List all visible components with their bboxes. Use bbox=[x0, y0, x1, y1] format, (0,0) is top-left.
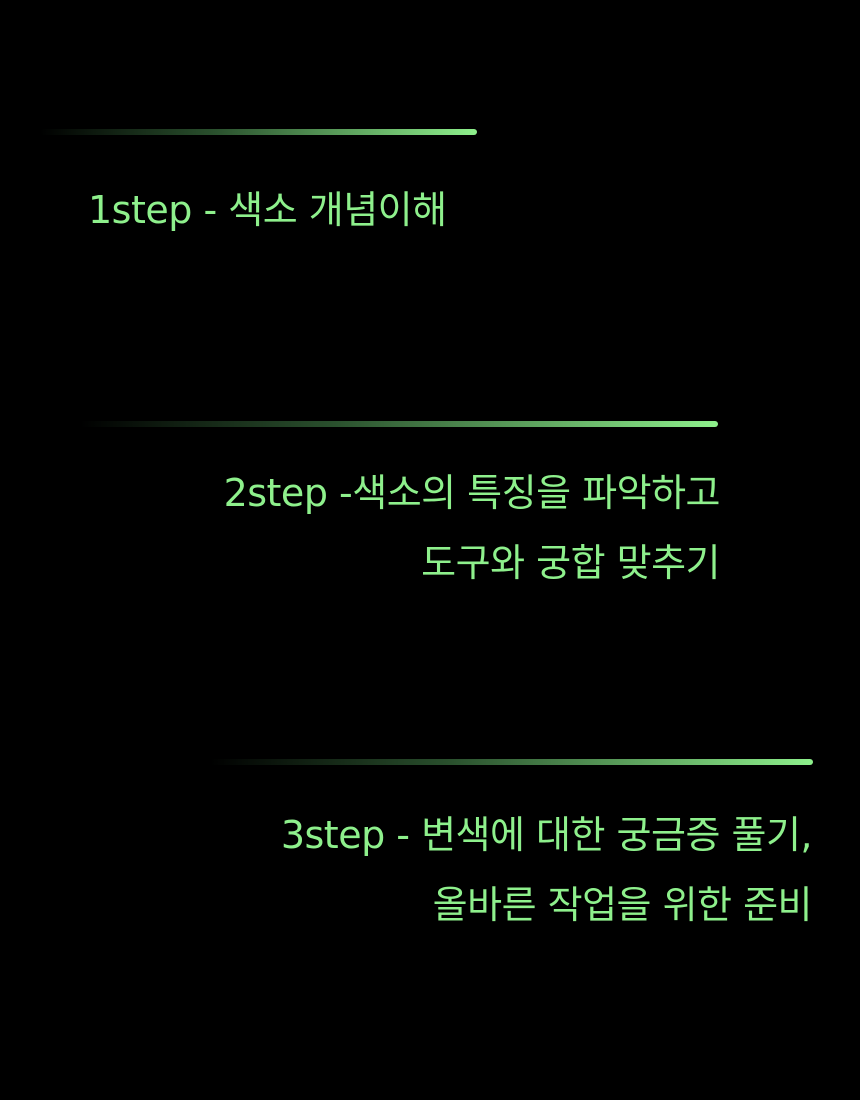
step-2-divider-line bbox=[80, 421, 718, 427]
step-2-line-1: 2step -색소의 특징을 파악하고 bbox=[223, 471, 721, 515]
step-3-line-2: 올바른 작업을 위한 준비 bbox=[432, 883, 813, 927]
step-3-text: 3step - 변색에 대한 궁금증 풀기, 올바른 작업을 위한 준비 bbox=[280, 800, 813, 940]
step-3-line-1: 3step - 변색에 대한 궁금증 풀기, bbox=[280, 813, 813, 857]
step-1-line-1: 1step - 색소 개념이해 bbox=[88, 188, 447, 232]
step-1-text: 1step - 색소 개념이해 bbox=[88, 175, 447, 245]
step-2-text: 2step -색소의 특징을 파악하고 도구와 궁합 맞추기 bbox=[223, 458, 721, 598]
step-2-line-2: 도구와 궁합 맞추기 bbox=[421, 541, 720, 585]
step-3-divider-line bbox=[210, 759, 813, 765]
step-1-divider-line bbox=[40, 129, 477, 135]
